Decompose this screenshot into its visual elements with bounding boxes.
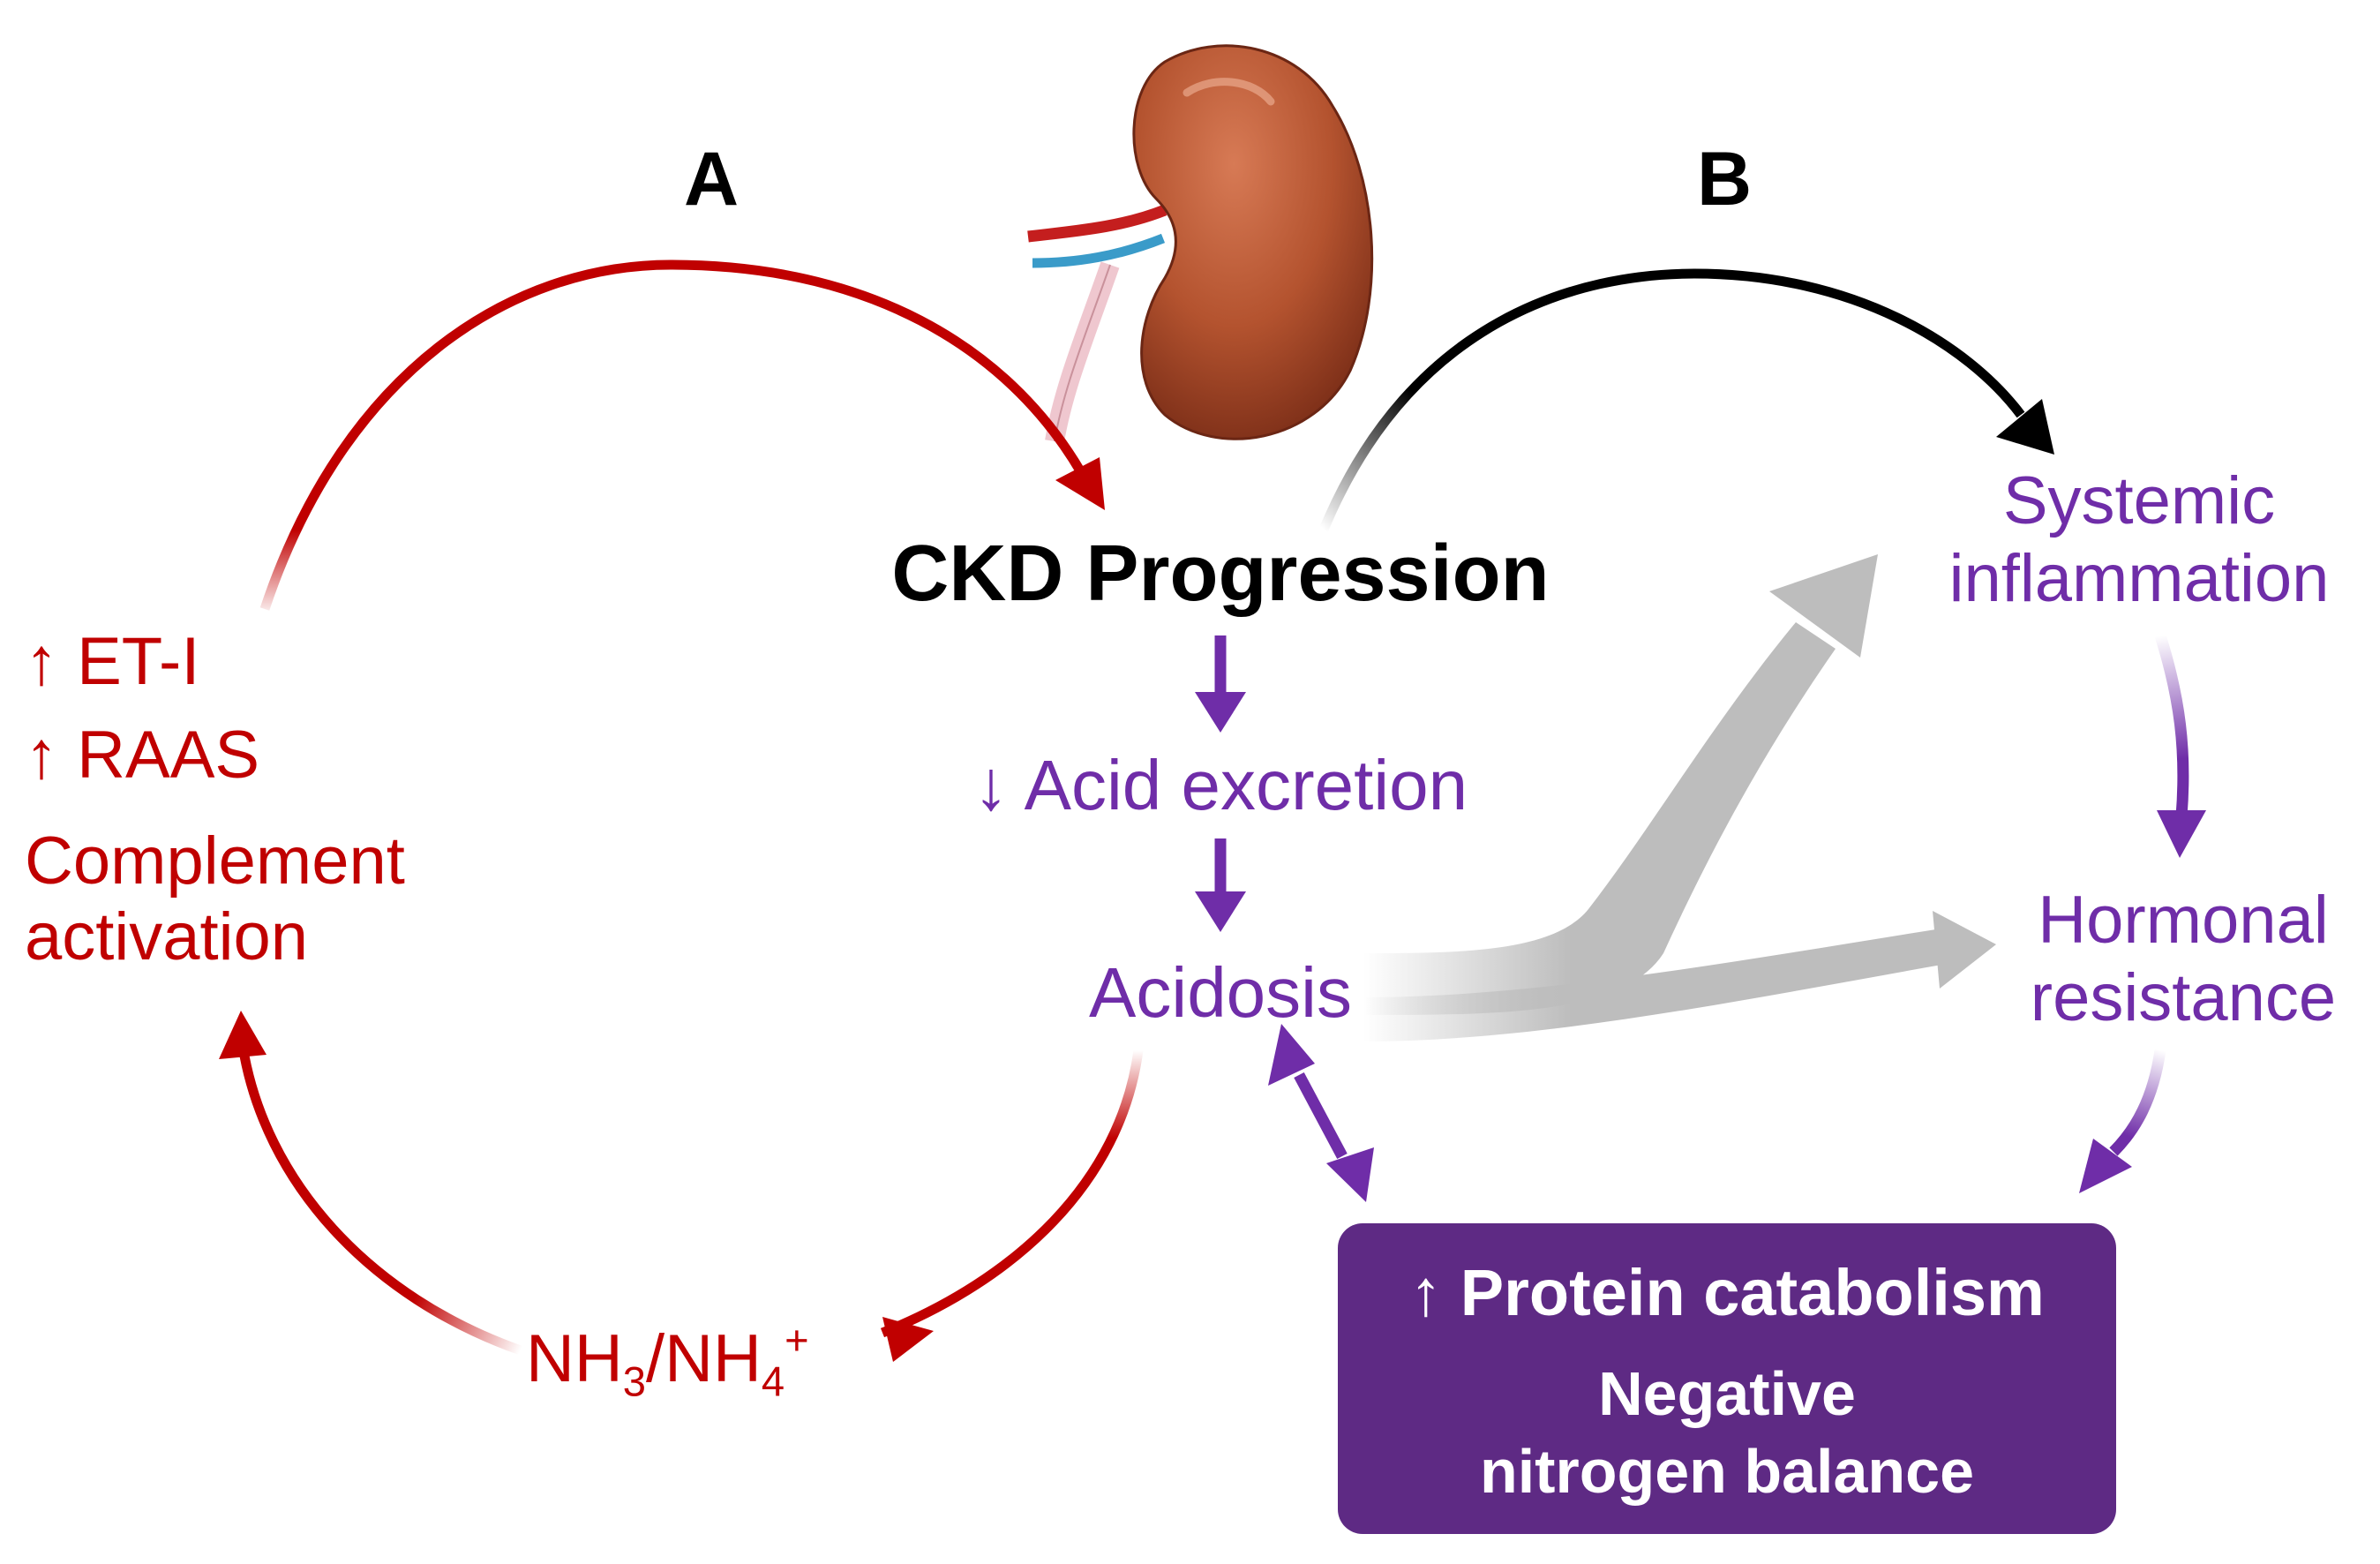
ammonia-sub1: 3 [622,1357,646,1405]
protein-catabolism-label: ↑ Protein catabolism [1409,1256,2045,1329]
loop-a-top-arc [259,259,1085,611]
acidosis-to-hormonal-band [1363,929,1947,1041]
inflammation-to-hormonal-arrowhead [2157,810,2206,858]
acidosis-end-arrowhead [1268,1024,1315,1086]
loop-b-top-arc [1318,268,2025,532]
hormonal-to-catabolism-arrow [2109,1049,2166,1156]
kidney-highlight [1182,78,1275,106]
kidney-illustration [1027,44,1374,443]
ammonia-base1: NH [526,1321,623,1396]
raas-label: ↑ RAAS [25,718,260,793]
ammonia-sep: /NH [645,1321,762,1396]
acidosis-to-inflammation-band [1363,622,1836,1015]
renal-vein [1032,233,1166,268]
loop-a-right-arrowhead [882,1317,934,1362]
loop-a-top-arrowhead [1055,457,1105,510]
panel-a-label: A [683,137,740,222]
ammonia-sub2: 4 [761,1357,785,1405]
loop-b-top-arrowhead [1996,399,2054,455]
nitrogen-balance-label: nitrogen balance [1479,1437,1975,1506]
catabolism-end-arrowhead [1326,1147,1374,1202]
ammonia-label: NH3/NH4+ [526,1319,809,1402]
loop-a-left-arc [237,1045,522,1356]
et1-label: ↑ ET-I [25,624,200,699]
complement-label-line1: Complement [25,823,405,899]
renal-artery [1027,204,1167,243]
kidney-body [1132,44,1374,440]
outcome-box: ↑ Protein catabolism Negative nitrogen b… [1338,1223,2116,1534]
ureter [1045,261,1120,443]
ckd-progression-label: CKD Progression [891,530,1550,618]
ammonia-sup: + [785,1316,809,1364]
excretion-to-acidosis-arrowhead [1195,891,1246,932]
inflammation-to-hormonal-arrow [2154,634,2189,817]
loop-a-left-arrowhead [219,1011,267,1059]
inflammation-label-line2: inflammation [1948,541,2330,616]
hormonal-to-catabolism-arrowhead [2079,1139,2132,1193]
ckd-to-acid-excretion-arrowhead [1195,692,1246,733]
acidosis-catabolism-double-arrow [1294,1071,1348,1160]
negative-label: Negative [1598,1359,1856,1428]
loop-a-right-arc [880,1049,1144,1338]
panel-b-label: B [1696,137,1753,222]
acidosis-to-inflammation-arrowhead [1769,554,1878,658]
acidosis-label: Acidosis [1089,953,1352,1032]
hormonal-label-line1: Hormonal [2038,883,2329,958]
ureter-outline [1054,264,1111,442]
complement-label-line2: activation [25,899,309,974]
acid-excretion-label: ↓ Acid excretion [972,746,1468,824]
inflammation-label-line1: Systemic [2002,463,2276,538]
hormonal-label-line2: resistance [2030,960,2337,1035]
acidosis-to-hormonal-arrowhead [1933,911,1996,989]
